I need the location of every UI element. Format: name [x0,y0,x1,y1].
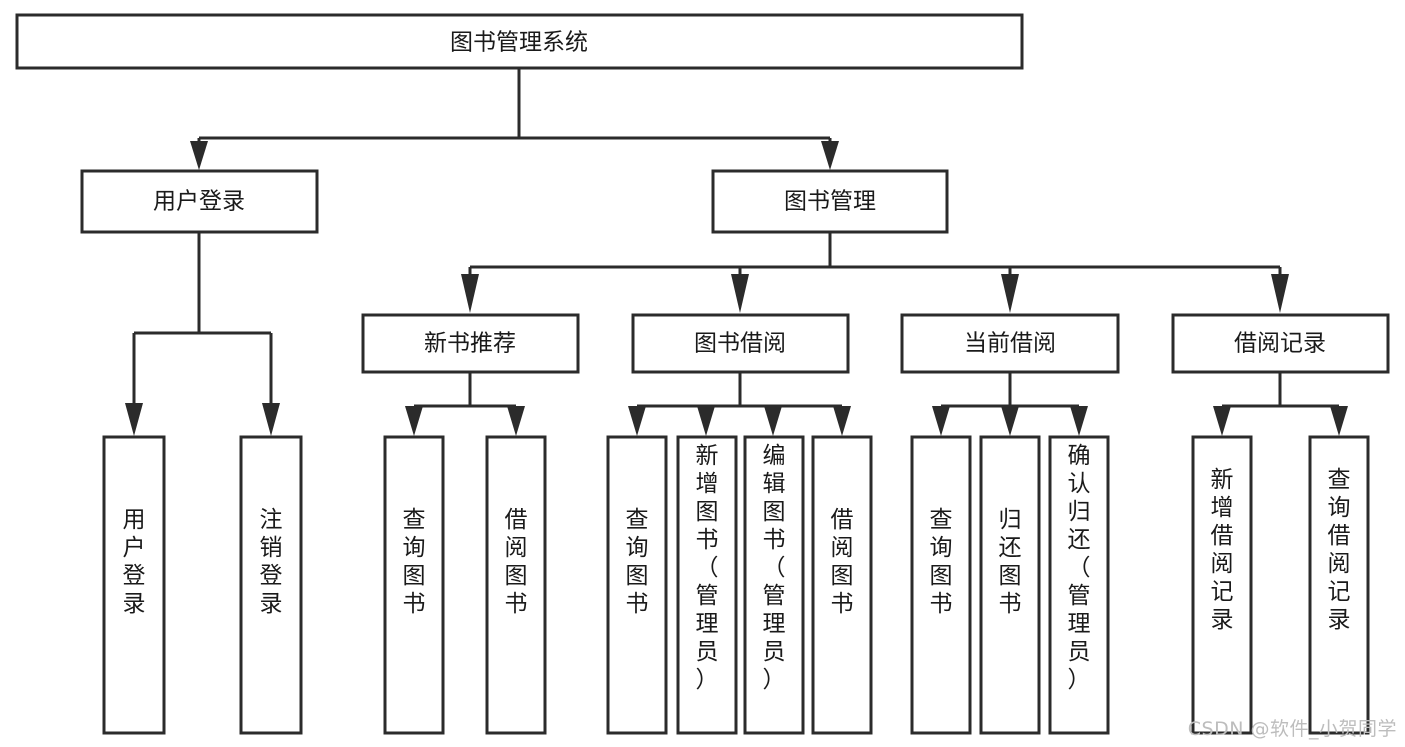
csdn-watermark: CSDN @软件_小贺同学 [1187,718,1397,740]
node-leaf-query-record-label: 查询借阅记录 [1328,467,1351,633]
node-book-manage[interactable]: 图书管理 [711,169,949,234]
node-leaf-query-book-3[interactable]: 查询图书 [910,435,972,735]
arrow-head-icon [764,406,782,436]
arrow-head-icon [932,406,950,436]
node-leaf-edit-book-label: 编辑图书（管理员） [763,443,786,693]
node-leaf-query-book-2[interactable]: 查询图书 [606,435,668,735]
node-leaf-query-book-2-box[interactable] [606,435,668,735]
node-leaf-query-book-3-label: 查询图书 [930,507,953,617]
node-leaf-borrow-book-2-label: 借阅图书 [831,507,854,617]
node-user-login[interactable]: 用户登录 [80,169,319,234]
arrow-head-icon [125,403,143,436]
node-leaf-borrow-book-1-label: 借阅图书 [505,507,528,617]
node-borrow-record[interactable]: 借阅记录 [1171,313,1390,374]
arrow-head-icon [731,274,749,313]
node-borrow-record-box[interactable] [1171,313,1390,374]
node-leaf-user-logout-box[interactable] [239,435,303,735]
connector-root-to-level2 [190,69,839,170]
node-leaf-confirm-return-label: 确认归还（管理员） [1068,443,1091,693]
node-leaf-user-login-label: 用户登录 [123,507,146,617]
arrow-head-icon [190,141,208,170]
node-book-borrow-box[interactable] [631,313,850,374]
node-leaf-add-book-label: 新增图书（管理员） [696,443,719,693]
node-borrow-record-label: 借阅记录 [1234,331,1326,357]
arrow-head-icon [507,406,525,436]
node-leaf-user-logout[interactable]: 注销登录 [239,435,303,735]
arrow-head-icon [697,406,715,436]
arrow-head-icon [833,406,851,436]
node-leaf-query-book-1-box[interactable] [383,435,445,735]
node-leaf-query-record[interactable]: 查询借阅记录 [1308,435,1370,735]
node-root-label: 图书管理系统 [450,30,588,56]
node-leaf-return-book-box[interactable] [979,435,1041,735]
node-book-borrow[interactable]: 图书借阅 [631,313,850,374]
node-leaf-borrow-book-2-box[interactable] [811,435,873,735]
node-leaf-add-book[interactable]: 新增图书（管理员） [676,435,738,735]
connector-bookborrow-to-leaves [628,372,851,436]
connector-borrowrecord-to-leaves [1213,372,1348,436]
node-leaf-return-book-label: 归还图书 [999,507,1022,617]
node-leaf-user-login-box[interactable] [102,435,166,735]
arrow-head-icon [821,141,839,170]
node-root[interactable]: 图书管理系统 [15,13,1024,70]
node-leaf-confirm-return-box[interactable] [1048,435,1110,735]
node-new-book-rec-label: 新书推荐 [424,331,516,357]
node-leaf-user-login[interactable]: 用户登录 [102,435,166,735]
node-leaf-confirm-return[interactable]: 确认归还（管理员） [1048,435,1110,735]
node-leaf-query-record-box[interactable] [1308,435,1370,735]
node-leaf-query-book-1-label: 查询图书 [403,507,426,617]
node-current-borrow[interactable]: 当前借阅 [900,313,1120,374]
arrow-head-icon [1271,274,1289,313]
node-leaf-borrow-book-2[interactable]: 借阅图书 [811,435,873,735]
arrow-head-icon [1001,274,1019,313]
connector-currentborrow-to-leaves [932,372,1088,436]
node-leaf-query-book-3-box[interactable] [910,435,972,735]
node-book-manage-label: 图书管理 [784,189,876,215]
node-leaf-add-record-box[interactable] [1191,435,1253,735]
arrow-head-icon [461,274,479,313]
arrow-head-icon [1070,406,1088,436]
node-current-borrow-label: 当前借阅 [964,331,1056,357]
node-leaf-add-record-label: 新增借阅记录 [1211,467,1234,633]
node-leaf-query-book-1[interactable]: 查询图书 [383,435,445,735]
arrow-head-icon [1001,406,1019,436]
node-current-borrow-box[interactable] [900,313,1120,374]
node-new-book-rec-box[interactable] [361,313,580,374]
node-leaf-add-book-box[interactable] [676,435,738,735]
arrow-head-icon [1213,406,1231,436]
node-book-manage-box[interactable] [711,169,949,234]
arrow-head-icon [1330,406,1348,436]
node-leaf-edit-book-box[interactable] [743,435,805,735]
arrow-head-icon [405,406,423,436]
node-leaf-add-record[interactable]: 新增借阅记录 [1191,435,1253,735]
node-new-book-rec[interactable]: 新书推荐 [361,313,580,374]
node-leaf-user-logout-label: 注销登录 [260,507,283,617]
node-root-box[interactable] [15,13,1024,70]
arrow-head-icon [262,403,280,436]
node-leaf-borrow-book-1-box[interactable] [485,435,547,735]
node-leaf-return-book[interactable]: 归还图书 [979,435,1041,735]
connector-bookmanage-to-level3 [461,233,1289,313]
node-user-login-label: 用户登录 [153,189,245,215]
connector-userlogin-to-leaves [125,233,280,436]
node-leaf-query-book-2-label: 查询图书 [626,507,649,617]
node-book-borrow-label: 图书借阅 [694,331,786,357]
connector-newbook-to-leaves [405,372,525,436]
node-leaf-borrow-book-1[interactable]: 借阅图书 [485,435,547,735]
node-user-login-box[interactable] [80,169,319,234]
arrow-head-icon [628,406,646,436]
node-leaf-edit-book[interactable]: 编辑图书（管理员） [743,435,805,735]
